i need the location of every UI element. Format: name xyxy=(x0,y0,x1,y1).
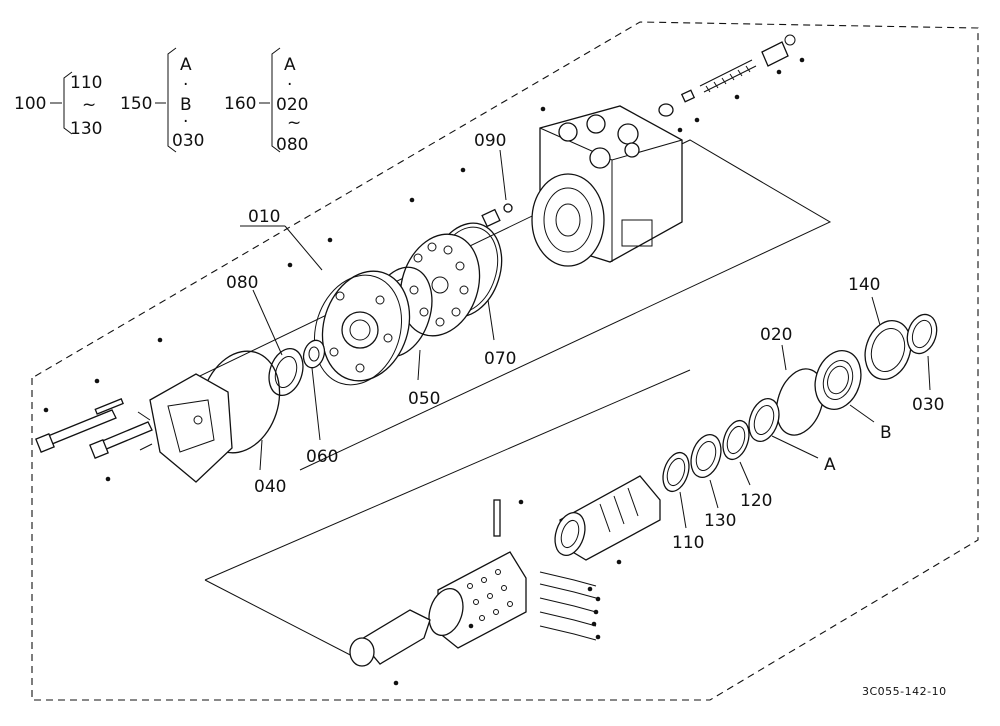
label-090: 090 xyxy=(474,131,506,151)
label-080: 080 xyxy=(226,273,258,293)
label-110: 110 xyxy=(672,533,704,553)
centering-springs xyxy=(539,571,597,641)
control-sleeve xyxy=(554,475,661,561)
assembly-boundary-dashed xyxy=(31,21,979,701)
index-line-range-160: ~ xyxy=(287,113,301,133)
bearing-stack xyxy=(662,397,780,493)
end-cap xyxy=(137,373,233,483)
lower-axis-line xyxy=(204,369,691,581)
spool xyxy=(428,551,527,649)
index-line-020: 020 xyxy=(276,95,308,115)
index-line-110: 110 xyxy=(70,73,102,93)
gerotor-set xyxy=(313,270,411,386)
drawing-code: 3C055-142-10 xyxy=(862,685,947,698)
index-ref-160: 160 xyxy=(224,94,256,114)
label-030: 030 xyxy=(912,395,944,415)
seal-080 xyxy=(268,347,304,397)
relief-valve-parts xyxy=(658,34,796,117)
drive-shaft xyxy=(349,609,431,667)
index-line-080: 080 xyxy=(276,135,308,155)
label-A: A xyxy=(824,455,836,475)
valve-housing xyxy=(531,105,683,267)
label-120: 120 xyxy=(740,491,772,511)
cross-pin xyxy=(493,499,501,537)
index-line-range: ~ xyxy=(82,95,96,115)
index-group-160: 160 A · 020 ~ 080 xyxy=(224,47,308,155)
label-B: B xyxy=(880,423,892,443)
ring-140 xyxy=(864,320,912,380)
index-ref-150: 150 xyxy=(120,94,152,114)
distributor-plate xyxy=(399,233,481,337)
label-040: 040 xyxy=(254,477,286,497)
label-010: 010 xyxy=(248,207,280,227)
label-020: 020 xyxy=(760,325,792,345)
index-ref-100: 100 xyxy=(14,94,46,114)
label-050: 050 xyxy=(408,389,440,409)
index-line-dot-160: · xyxy=(287,75,292,95)
seal-030 xyxy=(906,313,938,355)
pin-and-bolts xyxy=(35,398,153,459)
label-130: 130 xyxy=(704,511,736,531)
index-line-A-160: A xyxy=(284,55,296,75)
index-line-030: 030 xyxy=(172,131,204,151)
o-ring-020 xyxy=(775,368,825,436)
index-line-130: 130 xyxy=(70,119,102,139)
index-line-dot1: · xyxy=(183,75,188,95)
label-060: 060 xyxy=(306,447,338,467)
check-ball-090 xyxy=(481,203,513,228)
index-line-A: A xyxy=(180,55,192,75)
upper-axis-line xyxy=(149,139,832,471)
index-line-dot2: · xyxy=(183,112,188,132)
index-line-B: B xyxy=(180,95,192,115)
label-070: 070 xyxy=(484,349,516,369)
label-140: 140 xyxy=(848,275,880,295)
gland-B xyxy=(814,350,862,410)
spacer-060 xyxy=(302,339,326,369)
index-group-150: 150 A · B · 030 xyxy=(120,47,204,153)
index-group-100: 100 110 ~ 130 xyxy=(14,71,102,139)
